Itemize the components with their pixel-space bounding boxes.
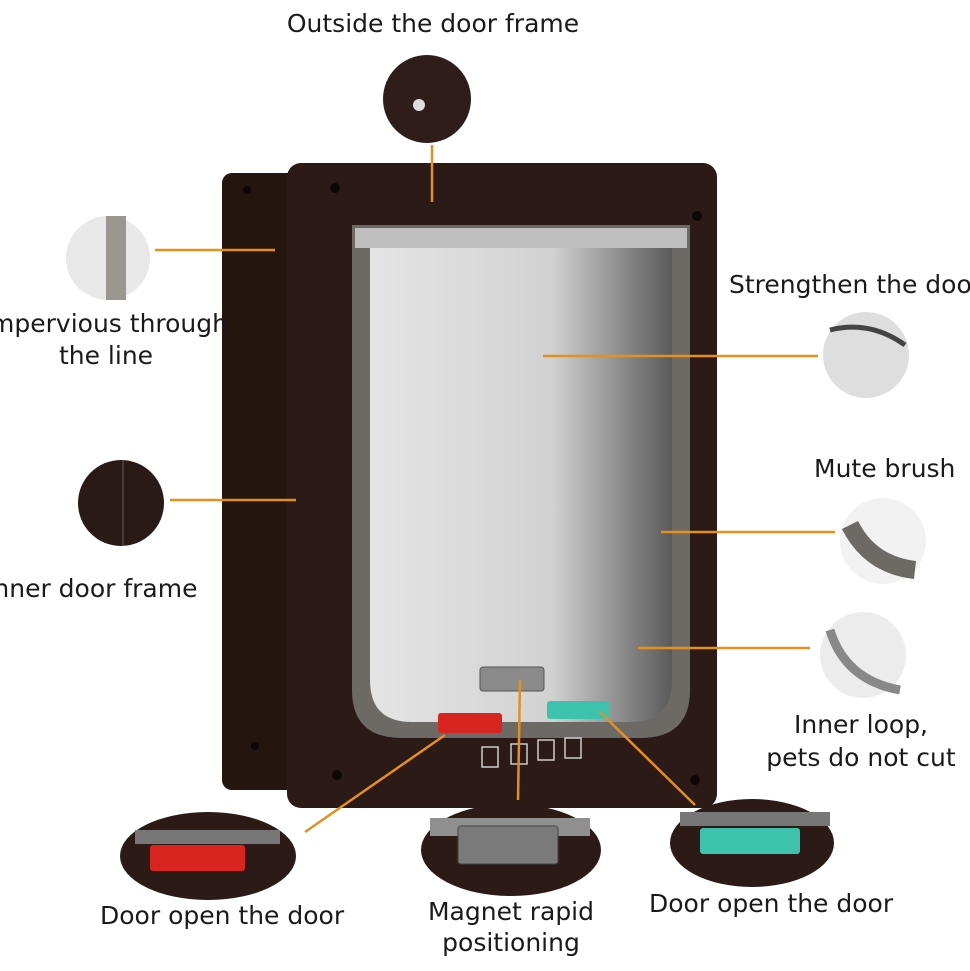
detail-outside-frame <box>383 55 471 143</box>
detail-impervious <box>66 216 150 300</box>
detail-inner-loop <box>820 612 906 698</box>
label-inner-loop-line1: Inner loop, <box>793 710 929 739</box>
label-inner-frame: Inner door frame <box>0 574 198 603</box>
lock-red <box>438 713 502 733</box>
label-outside-frame: Outside the door frame <box>286 9 580 38</box>
label-impervious-line2: the line <box>58 341 154 370</box>
lock-teal <box>547 701 609 719</box>
detail-red-lock <box>120 812 296 900</box>
label-impervious-line1: Impervious through <box>0 309 228 338</box>
detail-magnet <box>421 804 601 896</box>
callout-lines <box>155 145 835 834</box>
detail-mute-brush <box>840 498 926 584</box>
label-door-open-left: Door open the door <box>100 901 345 930</box>
label-mute-brush: Mute brush <box>814 454 956 483</box>
magnet <box>479 666 545 692</box>
detail-inner-frame <box>78 460 164 546</box>
detail-teal-lock <box>670 799 834 887</box>
door-flap <box>370 245 672 722</box>
detail-strengthen <box>823 312 909 398</box>
mode-icons <box>481 737 582 768</box>
label-strengthen: Strengthen the door <box>729 270 970 299</box>
label-door-open-right: Door open the door <box>649 889 894 918</box>
label-magnet-line2: positioning <box>442 928 580 957</box>
inner-door-frame <box>222 173 302 790</box>
label-magnet-line1: Magnet rapid <box>427 897 594 926</box>
label-inner-loop-line2: pets do not cut <box>766 743 956 772</box>
